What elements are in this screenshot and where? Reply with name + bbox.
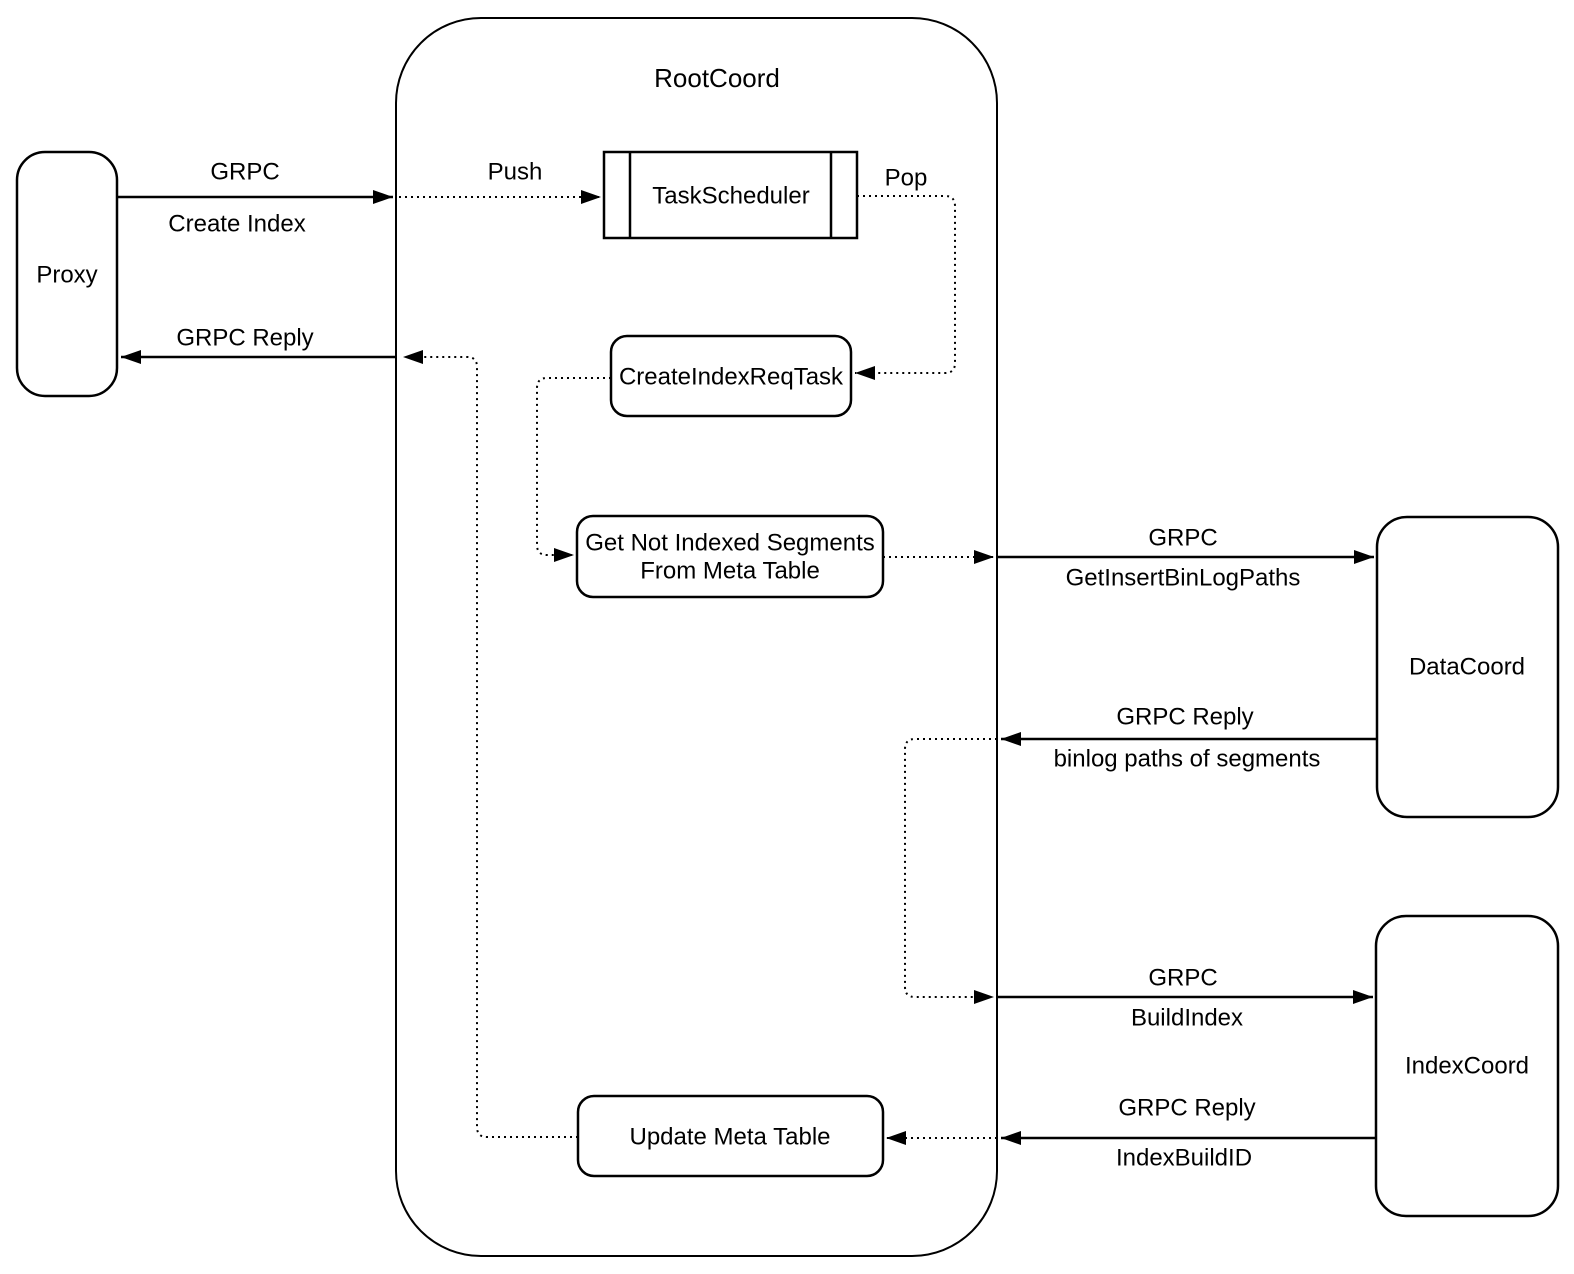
- get-not-indexed-segments-box: [575, 514, 885, 599]
- indexcoord-label: IndexCoord: [1405, 1053, 1529, 1080]
- edge-label: Pop: [885, 165, 928, 192]
- edge-label-bottom: IndexBuildID: [1116, 1145, 1252, 1172]
- edge-label-top: GRPC Reply: [1116, 704, 1253, 731]
- edge-grpc-reply-index-build-id: GRPC Reply IndexBuildID: [1001, 1095, 1376, 1172]
- datacoord-box: [1375, 515, 1560, 819]
- edge-grpc-create-index: GRPC Create Index: [117, 159, 393, 238]
- edge-label-top: GRPC Reply: [1118, 1095, 1255, 1122]
- edge-grpc-get-insert-binlog-paths: GRPC GetInsertBinLogPaths: [997, 525, 1374, 592]
- edge-label-top: GRPC: [1148, 965, 1217, 992]
- node-create-index-req-task: CreateIndexReqTask: [609, 334, 853, 418]
- update-meta-table-label: Update Meta Table: [629, 1124, 830, 1151]
- node-indexcoord: IndexCoord: [1374, 914, 1560, 1218]
- node-task-scheduler: TaskScheduler: [602, 150, 859, 240]
- container-rootcoord: RootCoord: [395, 17, 998, 1257]
- edge-grpc-reply-to-proxy: GRPC Reply: [121, 325, 397, 364]
- edge-line: [403, 350, 578, 1138]
- edge-line: [855, 195, 956, 380]
- edge-label: Push: [488, 159, 543, 186]
- node-datacoord: DataCoord: [1375, 515, 1560, 819]
- edge-label-bottom: Create Index: [168, 211, 305, 238]
- edge-push: Push: [399, 159, 601, 204]
- edge-label-bottom: binlog paths of segments: [1054, 746, 1321, 773]
- node-proxy: Proxy: [15, 150, 119, 398]
- edge-label-top: GRPC Reply: [176, 325, 313, 352]
- datacoord-label: DataCoord: [1409, 654, 1525, 681]
- node-update-meta-table: Update Meta Table: [576, 1094, 885, 1178]
- edge-grpc-reply-binlog-paths: GRPC Reply binlog paths of segments: [1001, 704, 1377, 773]
- proxy-box: [15, 150, 119, 398]
- edge-pop: Pop: [855, 165, 956, 380]
- edge-label-top: GRPC: [1148, 525, 1217, 552]
- get-not-indexed-segments-label-line1: Get Not Indexed Segments: [585, 530, 875, 557]
- rootcoord-box: [395, 17, 998, 1257]
- create-index-req-task-label: CreateIndexReqTask: [619, 364, 844, 391]
- indexcoord-box: [1374, 914, 1560, 1218]
- edge-grpc-build-index: GRPC BuildIndex: [997, 965, 1373, 1032]
- task-scheduler-box: [602, 150, 859, 240]
- edge-update-meta-to-reply: [403, 350, 578, 1138]
- proxy-label: Proxy: [36, 262, 97, 289]
- rootcoord-label: RootCoord: [654, 63, 780, 93]
- get-not-indexed-segments-label-line2: From Meta Table: [640, 558, 820, 585]
- task-scheduler-label: TaskScheduler: [652, 183, 809, 210]
- edge-binlog-to-buildindex: [904, 738, 997, 1004]
- create-index-req-task-box: [609, 334, 853, 418]
- edge-label-bottom: BuildIndex: [1131, 1005, 1243, 1032]
- node-get-not-indexed-segments: Get Not Indexed Segments From Meta Table: [575, 514, 885, 599]
- edge-line: [904, 738, 997, 1004]
- edge-label-bottom: GetInsertBinLogPaths: [1066, 565, 1301, 592]
- edge-label-top: GRPC: [210, 159, 279, 186]
